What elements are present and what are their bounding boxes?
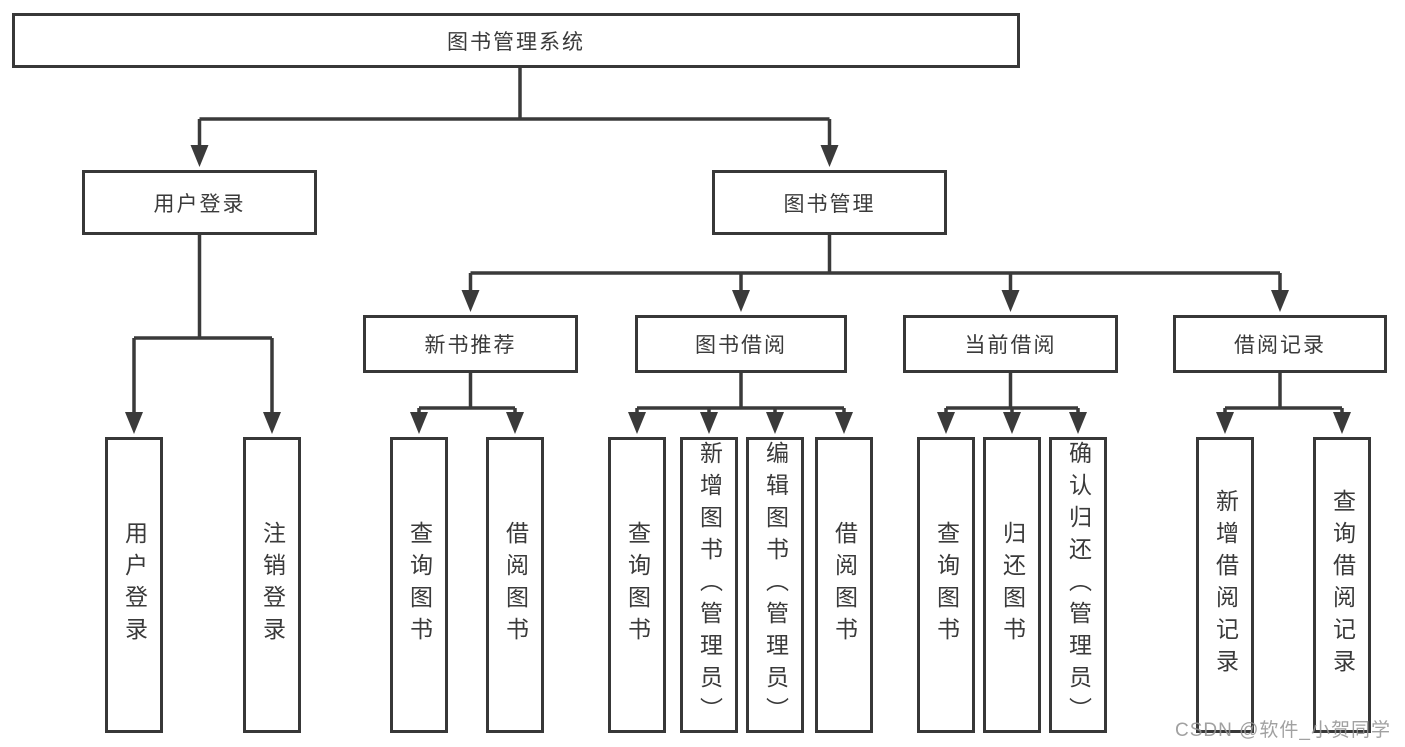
leaf-borrow-books-1: 借阅图书 [486,437,544,733]
leaf-query-borrow-record: 查询借阅记录 [1313,437,1371,733]
leaf-query-books-1: 查询图书 [390,437,448,733]
leaf-add-borrow-record: 新增借阅记录 [1196,437,1254,733]
leaf-return-book-label: 归还图书 [999,521,1026,649]
leaf-borrow-books-1-label: 借阅图书 [502,521,529,649]
node-user-login: 用户登录 [82,170,317,235]
node-current-borrowing-label: 当前借阅 [964,334,1057,357]
node-root-label: 图书管理系统 [447,30,585,54]
node-user-login-label: 用户登录 [153,192,246,216]
leaf-borrow-books-2-label: 借阅图书 [831,521,858,649]
node-book-management: 图书管理 [712,170,947,235]
leaf-edit-book-admin-label: 编辑图书（管理员） [762,441,789,729]
leaf-add-book-admin-label: 新增图书（管理员） [696,441,723,729]
leaf-add-book-admin: 新增图书（管理员） [680,437,738,733]
leaf-query-books-3: 查询图书 [917,437,975,733]
arrowheads [125,145,1351,434]
leaf-logout-label: 注销登录 [259,521,286,649]
leaf-add-borrow-record-label: 新增借阅记录 [1212,489,1239,681]
leaf-query-books-2: 查询图书 [608,437,666,733]
leaf-return-book: 归还图书 [983,437,1041,733]
csdn-watermark: CSDN @软件_小贺同学 [1175,720,1391,741]
leaf-user-login-label: 用户登录 [121,521,148,649]
node-current-borrowing: 当前借阅 [903,315,1118,373]
leaf-user-login: 用户登录 [105,437,163,733]
leaf-logout: 注销登录 [243,437,301,733]
leaf-confirm-return-admin: 确认归还（管理员） [1049,437,1107,733]
leaf-query-borrow-record-label: 查询借阅记录 [1329,489,1356,681]
leaf-query-books-1-label: 查询图书 [406,521,433,649]
node-root: 图书管理系统 [12,13,1020,68]
leaf-query-books-2-label: 查询图书 [624,521,651,649]
leaf-edit-book-admin: 编辑图书（管理员） [746,437,804,733]
node-borrow-records-label: 借阅记录 [1234,334,1326,357]
node-book-management-label: 图书管理 [783,192,876,216]
node-book-borrowing-label: 图书借阅 [695,334,787,357]
node-new-book-recommend-label: 新书推荐 [424,334,517,357]
node-book-borrowing: 图书借阅 [635,315,847,373]
node-new-book-recommend: 新书推荐 [363,315,578,373]
node-borrow-records: 借阅记录 [1173,315,1387,373]
leaf-borrow-books-2: 借阅图书 [815,437,873,733]
leaf-confirm-return-admin-label: 确认归还（管理员） [1065,441,1092,729]
leaf-query-books-3-label: 查询图书 [933,521,960,649]
